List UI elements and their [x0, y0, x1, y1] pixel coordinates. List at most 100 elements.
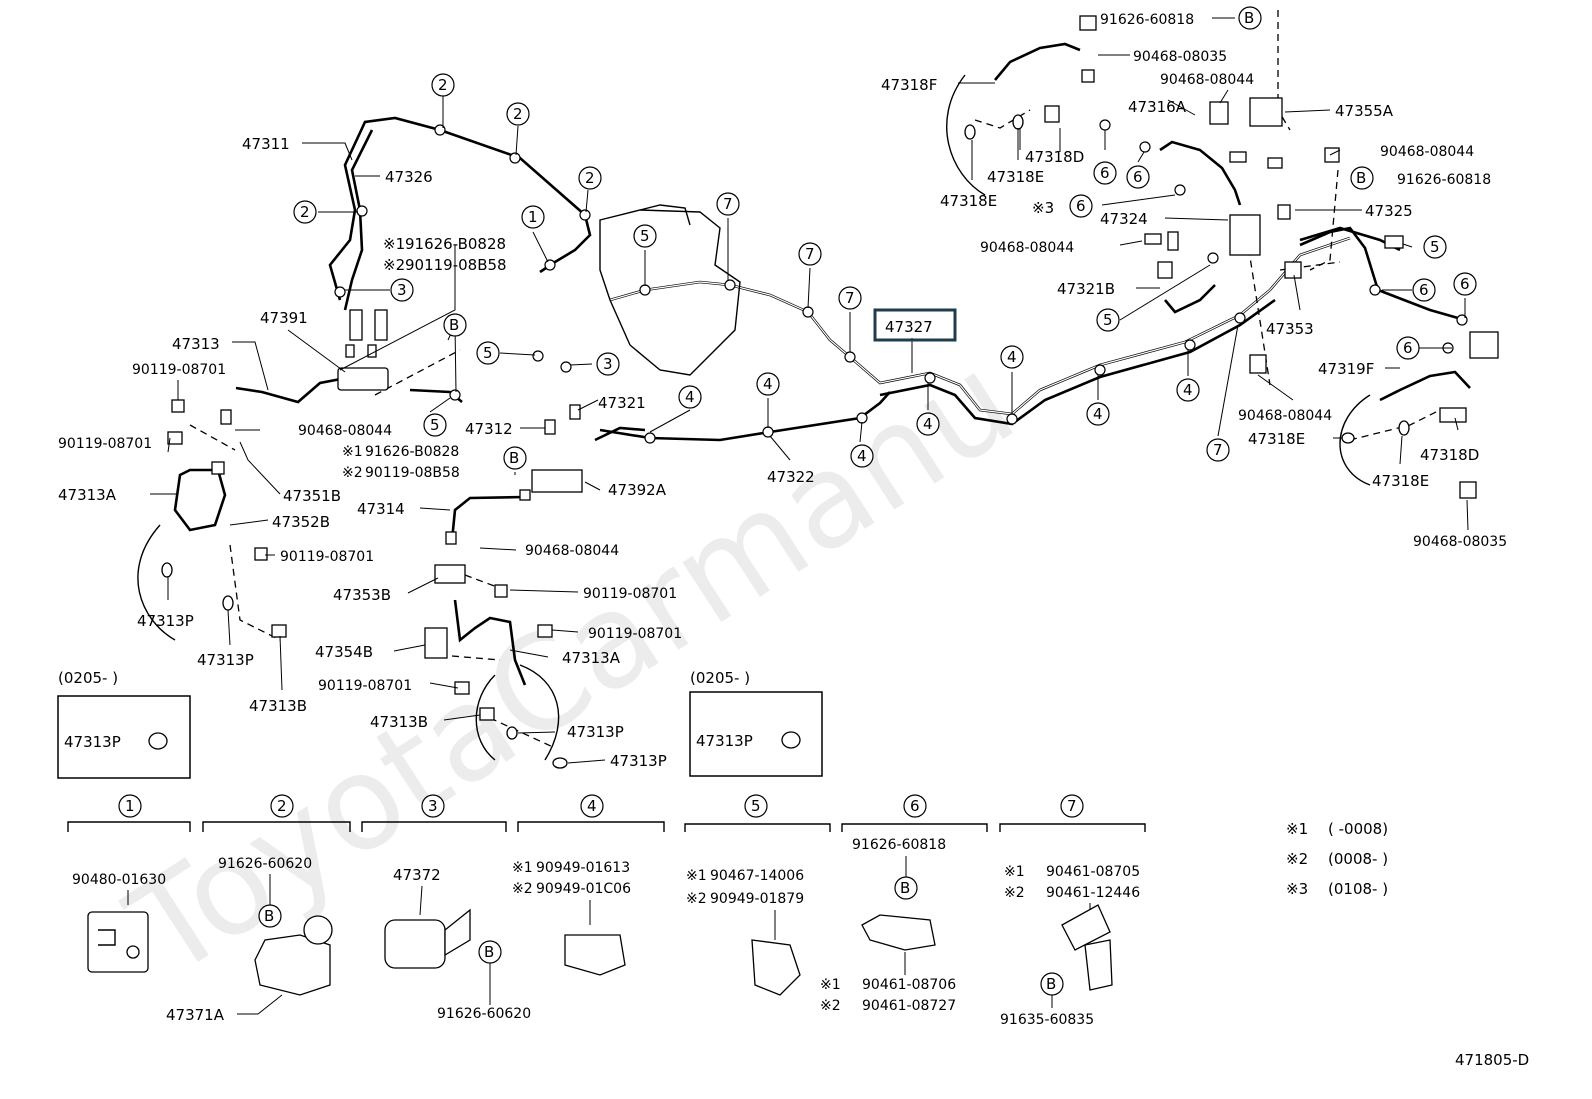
svg-text:2: 2	[277, 797, 287, 815]
clamp-7-part-a: 90461-08705	[1046, 864, 1140, 880]
svg-text:6: 6	[1076, 197, 1086, 215]
svg-text:7: 7	[723, 195, 733, 213]
clamp-5-mark-1: ※1	[686, 868, 707, 884]
svg-text:4: 4	[1093, 405, 1103, 423]
label-47392A: 47392A	[608, 481, 667, 499]
clamp-2-part-a: 91626-60620	[218, 856, 312, 872]
note-legend: ※1 ( -0008) ※2 (0008- ) ※3 (0108- )	[1286, 820, 1388, 898]
clamp-7-mark-1: ※1	[1004, 864, 1025, 880]
clamp-6-mark-2: ※2	[820, 998, 841, 1014]
callout-5-c: 5	[423, 413, 447, 437]
label-47313A-left: 47313A	[58, 486, 117, 504]
hoses	[173, 42, 1471, 686]
clamp-1-part: 90480-01630	[72, 872, 166, 888]
label-47318E-d: 47318E	[1372, 472, 1429, 490]
label-90119-08701-b: 90119-08701	[58, 436, 152, 452]
callout-7-b: 7	[798, 242, 822, 266]
clamp-legend: 1 2 3 4 5 6 7 90480-01630 91626-60620 B …	[67, 794, 1146, 1028]
label-90468-08044-a: 90468-08044	[298, 423, 392, 439]
clamp-4-header: 4	[517, 794, 665, 832]
label-47318D-right: 47318D	[1420, 446, 1479, 464]
label-91626-B0828-a: 91626-B0828	[405, 235, 506, 253]
callout-7-a: 7	[716, 192, 740, 216]
svg-text:B: B	[449, 316, 459, 334]
note-mark-1-a: ※1	[383, 235, 405, 253]
svg-text:4: 4	[685, 388, 695, 406]
callout-6-a: 6	[1093, 161, 1117, 185]
label-90119-08701-d: 90119-08701	[583, 586, 677, 602]
legend-range-2: (0008- )	[1328, 850, 1388, 868]
clamp-7-header: 7	[999, 794, 1146, 832]
callout-4-b: 4	[756, 372, 780, 396]
label-47327: 47327	[885, 318, 933, 336]
label-47311: 47311	[242, 135, 290, 153]
svg-text:6: 6	[1460, 275, 1470, 293]
callout-2-b: 2	[506, 102, 530, 126]
callout-b-b: B	[503, 446, 527, 470]
callout-2-a: 2	[431, 73, 455, 97]
clamp-5-mark-2: ※2	[686, 891, 707, 907]
callout-4-c: 4	[850, 444, 874, 468]
callout-1: 1	[521, 205, 545, 229]
callout-3-a: 3	[390, 278, 414, 302]
clamp-3-part-b: 91626-60620	[437, 1006, 531, 1022]
inset-right-part: 47313P	[696, 732, 753, 750]
label-91626-60818-right: 91626-60818	[1397, 172, 1491, 188]
label-90119-08B58-b: 90119-08B58	[365, 465, 460, 481]
clamp-7-b: B	[1046, 975, 1056, 993]
clamp-7-part-b: 90461-12446	[1046, 885, 1140, 901]
label-47326: 47326	[385, 168, 433, 186]
legend-range-1: ( -0008)	[1328, 820, 1388, 838]
callout-7-d: 7	[1206, 438, 1230, 462]
svg-text:4: 4	[1183, 381, 1193, 399]
label-47316A: 47316A	[1128, 98, 1187, 116]
label-90468-08044-d: 90468-08044	[1380, 144, 1474, 160]
label-47391: 47391	[260, 309, 308, 327]
note-mark-1-b: ※1	[342, 444, 363, 460]
legend-range-3: (0108- )	[1328, 880, 1388, 898]
callout-b-a: B	[443, 313, 467, 337]
part-labels: 47311 47326 47391 47313 90119-08701 9011…	[58, 12, 1507, 770]
callout-5-b: 5	[476, 341, 500, 365]
clamp-5-part-b: 90949-01879	[710, 891, 804, 907]
note-mark-3: ※3	[1032, 199, 1054, 217]
clamp-4-mark-2: ※2	[512, 881, 533, 897]
label-47318E-c: 47318E	[1248, 430, 1305, 448]
clamp-1-header: 1	[67, 794, 191, 832]
label-90468-08044-e: 90468-08044	[980, 240, 1074, 256]
note-mark-2-b: ※2	[342, 465, 363, 481]
label-47353: 47353	[1266, 320, 1314, 338]
fittings	[161, 15, 1499, 769]
label-90468-08044-f: 90468-08044	[1238, 408, 1332, 424]
clamp-2-b: B	[264, 907, 274, 925]
svg-text:2: 2	[585, 169, 595, 187]
callout-4-d: 4	[916, 412, 940, 436]
clamp-3-header: 3	[361, 794, 507, 832]
svg-text:6: 6	[1133, 168, 1143, 186]
callout-b-d: B	[1350, 166, 1374, 190]
callout-6-b: 6	[1126, 165, 1150, 189]
inset-left: (0205- ) 47313P	[57, 669, 191, 779]
svg-text:5: 5	[430, 416, 440, 434]
label-47352B: 47352B	[272, 513, 330, 531]
clamp-3-b: B	[484, 943, 494, 961]
clamp-6-header: 6	[841, 794, 988, 832]
svg-text:1: 1	[528, 208, 538, 226]
svg-text:4: 4	[763, 375, 773, 393]
pipe-junctions	[334, 119, 1468, 444]
clamp-2-part-b: 47371A	[166, 1006, 225, 1024]
clamp-5-header: 5	[684, 794, 831, 832]
label-47355A: 47355A	[1335, 102, 1394, 120]
clamp-6-b: B	[900, 879, 910, 897]
callout-numbers: 2 2 2 2 3 1 5 7 7 7 5 3 5 4 4 4 4 4 4 4 …	[293, 6, 1477, 470]
callout-5-e: 5	[1423, 235, 1447, 259]
label-47313A-center: 47313A	[562, 649, 621, 667]
callout-6-c: 6	[1069, 194, 1093, 218]
label-47321B: 47321B	[1057, 280, 1115, 298]
label-47313P-c: 47313P	[567, 723, 624, 741]
clamp-4-part-a: 90949-01613	[536, 860, 630, 876]
clamp-6-part-a: 91626-60818	[852, 837, 946, 853]
svg-text:3: 3	[428, 797, 438, 815]
callout-6-f: 6	[1396, 336, 1420, 360]
clamp-6-part-c: 90461-08727	[862, 998, 956, 1014]
